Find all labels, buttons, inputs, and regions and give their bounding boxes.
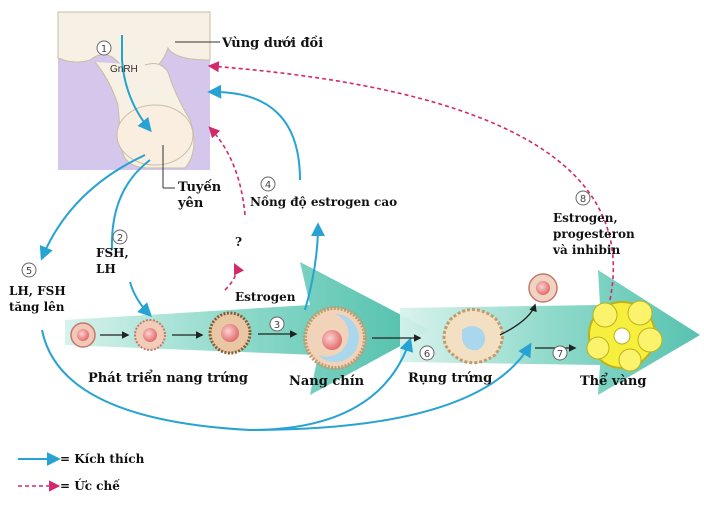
label-question: ? <box>235 235 242 249</box>
step-4: 4 <box>265 180 271 191</box>
label-corpus-luteum: Thể vàng <box>580 373 646 389</box>
arrow-pituitary-to-fsh <box>110 159 151 251</box>
label-lh-fsh-rise-1: LH, FSH <box>9 284 66 298</box>
follicle-sequence <box>70 306 422 370</box>
arrow-pituitary-to-lh-rise <box>39 154 146 261</box>
step-markers: 1 2 3 4 5 6 7 8 <box>21 40 591 361</box>
label-hormones-2: progesteron <box>553 227 635 241</box>
label-hypothalamus: Vùng dưới đồi <box>221 35 323 51</box>
label-fsh-lh-1: FSH, <box>96 246 129 260</box>
legend-inhibit-label: = Ức chế <box>60 477 120 493</box>
step-7: 7 <box>557 349 563 360</box>
step-5: 5 <box>26 266 32 277</box>
label-high-estrogen: Nồng độ estrogen cao <box>250 194 397 209</box>
inhibit-corpus-luteum-to-brain <box>207 61 615 301</box>
label-pituitary-2: yên <box>177 196 204 211</box>
label-follicle-development: Phát triển nang trứng <box>88 370 248 386</box>
ovulation-follicle <box>442 273 577 365</box>
step-2: 2 <box>117 233 123 244</box>
label-gnrh: GnRH <box>110 64 138 75</box>
label-fsh-lh-2: LH <box>96 262 116 276</box>
inhibit-estrogen-question <box>224 262 245 291</box>
step-1: 1 <box>101 44 107 55</box>
label-mature-follicle: Nang chín <box>289 374 365 389</box>
label-hormones-1: Estrogen, <box>553 211 618 225</box>
arrow-follicle-estrogen-up <box>304 222 325 311</box>
arrow-lh-surge-to-ovulation <box>41 329 414 432</box>
arrow-lh-surge-to-corpus-luteum <box>249 342 532 431</box>
arrow-high-estrogen-to-brain <box>207 84 301 181</box>
label-estrogen: Estrogen <box>235 290 296 304</box>
label-hormones-3: và inhibin <box>552 243 620 257</box>
step-6: 6 <box>424 349 430 360</box>
label-ovulation: Rụng trứng <box>408 371 492 386</box>
arrow-fsh-to-follicle <box>129 281 152 317</box>
label-pituitary-1: Tuyến <box>178 179 222 195</box>
inhibit-estrogen-to-pituitary <box>208 126 246 216</box>
step-3: 3 <box>274 320 280 331</box>
step-8: 8 <box>580 194 586 205</box>
corpus-luteum <box>586 300 663 372</box>
legend-stimulate-label: = Kích thích <box>60 452 145 466</box>
hypothalamus-pituitary-panel <box>57 11 211 170</box>
label-lh-fsh-rise-2: tăng lên <box>9 300 65 314</box>
legend: = Kích thích = Ức chế <box>18 452 145 493</box>
